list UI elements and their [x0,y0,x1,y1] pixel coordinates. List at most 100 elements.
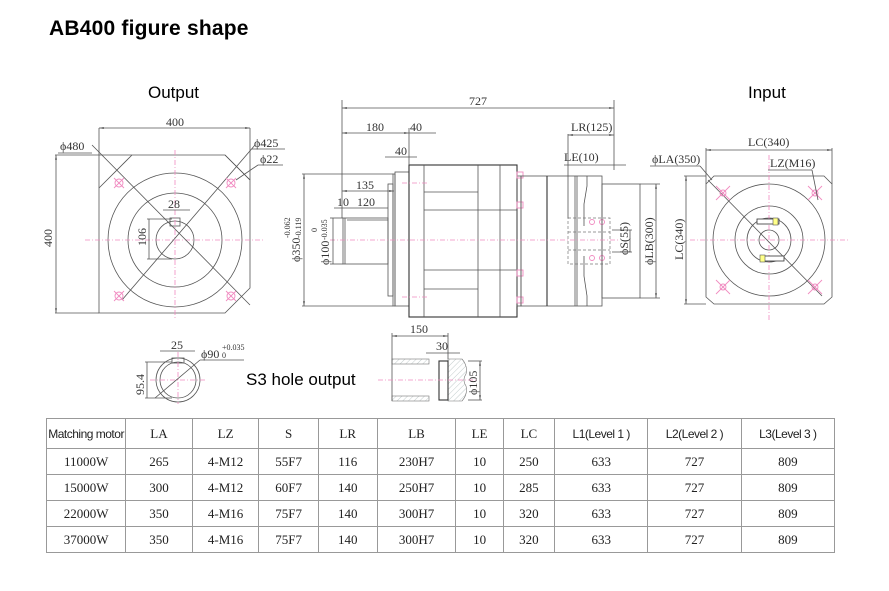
cell-l3: 809 [740,448,836,475]
motor-pilot [601,183,641,299]
dim-s3-length: 150 [410,322,428,336]
cell-lr: 140 [317,526,378,553]
dim-lr: LR(125) [571,120,612,134]
cell-l1: 633 [554,448,649,475]
dim-key-depth: 106 [135,228,149,246]
cell-lb: 230H7 [376,448,457,475]
cell-lz: 4-M16 [191,500,260,527]
header-l1: L1(Level 1 ) [554,418,649,449]
s3-keyway-detail: 25 ϕ90 +0.035 0 95.4 [133,338,245,404]
dim-40b: 40 [395,144,407,158]
dim-phi350-tol-lower: -0.119 [294,218,303,238]
cell-motor: 15000W [45,474,127,501]
mounting-holes [113,177,237,302]
cell-lz: 4-M16 [191,526,260,553]
input-flange-outline [705,175,833,305]
input-view: LC(340) ϕLA(350) LZ(M16) LC(340) [650,135,850,322]
cell-l2: 727 [647,474,742,501]
side-view: 727 180 40 40 135 10 120 ϕ350 -0.062 -0.… [283,94,660,318]
cell-l2: 727 [647,448,742,475]
cell-le: 10 [455,526,504,553]
header-lz: LZ [191,418,260,449]
dim-output-height: 400 [41,229,55,247]
cell-le: 10 [455,448,504,475]
cell-la: 350 [125,500,193,527]
cell-motor: 11000W [45,448,127,475]
dim-s3-key-width: 25 [171,338,183,352]
dim-phi22: ϕ22 [260,152,278,166]
dim-overall-length: 727 [469,94,487,108]
cell-la: 300 [125,474,193,501]
page-title: AB400 figure shape [49,17,249,40]
table-row: 11000W 265 4-M12 55F7 116 230H7 10 250 6… [45,448,836,475]
header-l3: L3(Level 3 ) [740,418,836,449]
dim-le: LE(10) [564,150,599,164]
dim-phi-lb: ϕLB(300) [642,217,656,265]
cell-s: 55F7 [258,448,319,475]
table-row: 37000W 350 4-M16 75F7 140 300H7 10 320 6… [45,526,836,553]
header-l2: L2(Level 2 ) [647,418,742,449]
input-view-label: Input [748,83,786,102]
s3-hole-output-label: S3 hole output [246,370,356,389]
header-lr: LR [317,418,378,449]
dim-phi100-tol-upper: 0 [310,228,319,232]
header-le: LE [455,418,504,449]
dim-phi480: ϕ480 [60,139,84,153]
dim-40a: 40 [410,120,422,134]
cell-l2: 727 [647,500,742,527]
output-flange-outline [98,154,251,314]
s3-hole-section: 150 30 ϕ105 [378,322,482,402]
spec-table: Matching motor LA LZ S LR LB LE LC L1(Le… [45,418,836,553]
dim-output-width: 400 [166,115,184,129]
header-matching-motor: Matching motor [45,418,127,449]
cell-lc: 320 [502,500,556,527]
cell-lz: 4-M12 [191,448,260,475]
cell-le: 10 [455,474,504,501]
cell-lz: 4-M12 [191,474,260,501]
header-la: LA [125,418,193,449]
cell-lr: 140 [317,474,378,501]
gearbox-housing [408,164,518,318]
dim-180: 180 [366,120,384,134]
cell-lb: 300H7 [376,500,457,527]
dim-135: 135 [356,178,374,192]
cell-motor: 22000W [45,500,127,527]
dim-lc-width: LC(340) [748,135,789,149]
cell-le: 10 [455,500,504,527]
cell-l3: 809 [740,500,836,527]
table-row: 15000W 300 4-M12 60F7 140 250H7 10 285 6… [45,474,836,501]
dim-phi350-tol-upper: -0.062 [283,217,292,238]
cell-l3: 809 [740,526,836,553]
clamp-bolts [756,217,785,263]
dim-s3-height: 95.4 [133,374,147,395]
output-shaft [342,217,389,265]
dim-phi350: ϕ350 [289,238,303,262]
cell-lc: 320 [502,526,556,553]
dim-phi-s: ϕS(55) [617,222,631,255]
table-header-row: Matching motor LA LZ S LR LB LE LC L1(Le… [45,418,836,449]
cell-l1: 633 [554,474,649,501]
cell-lc: 285 [502,474,556,501]
cell-l3: 809 [740,474,836,501]
cell-lb: 250H7 [376,474,457,501]
dim-phi100: ϕ100 [318,241,332,265]
cell-lr: 116 [317,448,378,475]
dim-phi425: ϕ425 [254,136,278,150]
dim-phi90-tol-lower: 0 [222,351,226,360]
cell-l1: 633 [554,526,649,553]
output-view-label: Output [148,83,200,102]
dim-phi105: ϕ105 [466,371,480,395]
dim-phi100-tol-lower: -0.035 [320,219,329,240]
dim-lc-height: LC(340) [672,219,686,260]
cell-lb: 300H7 [376,526,457,553]
cell-lc: 250 [502,448,556,475]
dim-key-width: 28 [168,197,180,211]
cell-s: 75F7 [258,526,319,553]
table-row: 22000W 350 4-M16 75F7 140 300H7 10 320 6… [45,500,836,527]
cell-s: 60F7 [258,474,319,501]
dim-phi90-tol-upper: +0.035 [222,343,245,352]
dim-10: 10 [337,195,349,209]
output-view: 400 400 ϕ480 ϕ425 ϕ22 28 106 [41,115,285,320]
dim-phi-la: ϕLA(350) [652,152,700,166]
